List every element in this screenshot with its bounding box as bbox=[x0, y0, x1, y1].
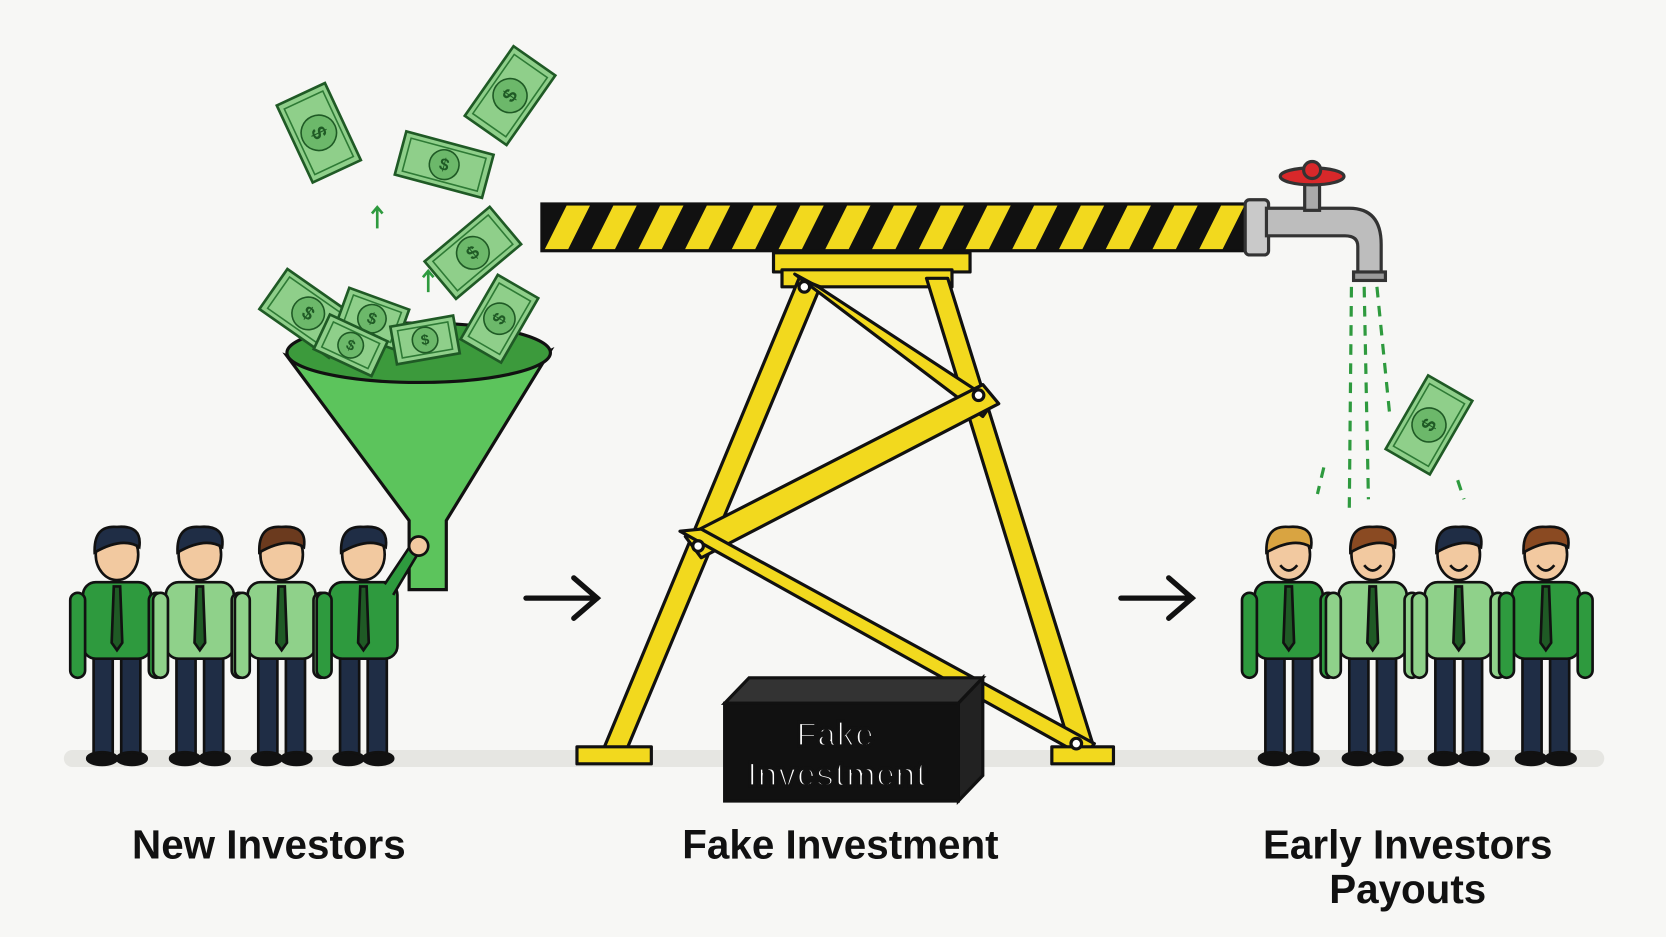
pipe-stripe bbox=[1081, 203, 1129, 251]
dollar-bill-icon: $ bbox=[388, 314, 462, 366]
water-drips bbox=[1315, 286, 1466, 508]
person-icon bbox=[68, 525, 166, 767]
arrow-up-icon bbox=[421, 268, 435, 293]
person-icon bbox=[1497, 525, 1594, 767]
dollar-bill-icon: $ bbox=[422, 204, 523, 301]
arrow-right-icon bbox=[1118, 575, 1197, 621]
dollar-bill-icon: $ bbox=[393, 129, 496, 200]
svg-text:$: $ bbox=[420, 332, 431, 349]
person-icon bbox=[315, 525, 430, 767]
dollar-bill-icon: $ bbox=[462, 44, 558, 147]
dollar-bill-icon: $ bbox=[1383, 373, 1475, 477]
pipe-stripe bbox=[754, 203, 802, 251]
pipe-stripe bbox=[801, 203, 848, 251]
box-label-line2: Investment bbox=[748, 756, 927, 794]
label-fake-investment: Fake Investment bbox=[682, 821, 998, 867]
pipe-stripe bbox=[988, 203, 1035, 251]
dollar-bill-icon: $ bbox=[458, 273, 541, 365]
dollar-bill-icon: $ bbox=[275, 81, 363, 185]
arrow-right-icon bbox=[523, 575, 602, 621]
dollar-bill-icon: $ bbox=[311, 312, 390, 378]
striped-pipe bbox=[540, 202, 1250, 253]
pipe-stripe bbox=[1128, 203, 1176, 251]
person-icon bbox=[233, 525, 330, 767]
pipe-stripe bbox=[847, 203, 895, 251]
person-icon bbox=[151, 525, 248, 767]
person-icon bbox=[1324, 525, 1421, 767]
pipe-stripe bbox=[567, 203, 615, 251]
label-payouts: Payouts bbox=[1329, 866, 1486, 912]
box-label-line1: Fake bbox=[796, 716, 873, 754]
pipe-stripe bbox=[614, 203, 661, 251]
pipe-stripe bbox=[1221, 203, 1249, 251]
pipe-stripe bbox=[1175, 203, 1222, 251]
pipe-stripe bbox=[660, 203, 708, 251]
fake-investment-box: Fake Investment bbox=[720, 673, 987, 805]
person-icon bbox=[1240, 525, 1337, 767]
person-icon bbox=[1410, 525, 1507, 767]
arrow-up-icon bbox=[370, 205, 384, 229]
label-new-investors: New Investors bbox=[132, 821, 406, 867]
label-early-investors: Early Investors bbox=[1263, 821, 1552, 867]
stand bbox=[575, 251, 1116, 766]
faucet-icon bbox=[1243, 159, 1388, 283]
pipe-stripe bbox=[1034, 203, 1082, 251]
pipe-stripe bbox=[941, 203, 989, 251]
pipe-stripe bbox=[707, 203, 755, 251]
pipe-stripe bbox=[894, 203, 942, 251]
pipe-stripe bbox=[541, 203, 568, 251]
